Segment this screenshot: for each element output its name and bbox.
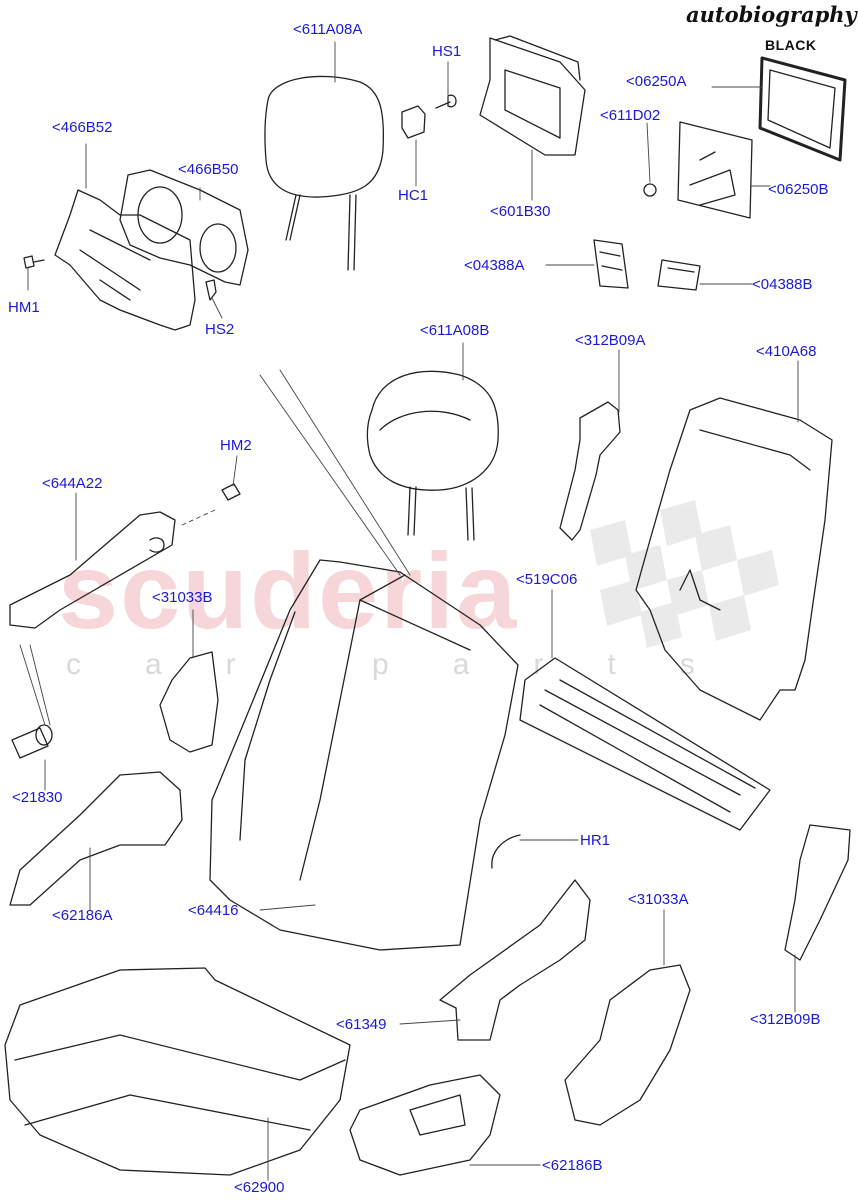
label-519c06[interactable]: <519C06 <box>516 571 578 588</box>
watermark-subtext: car parts <box>66 648 759 681</box>
label-466b52[interactable]: <466B52 <box>52 119 113 136</box>
bracket-62186a <box>9 771 183 906</box>
label-04388b[interactable]: <04388B <box>752 276 813 293</box>
bezel-frame <box>479 35 586 156</box>
seat-back-shell <box>635 397 833 721</box>
label-611d02[interactable]: <611D02 <box>600 107 661 124</box>
label-hc1[interactable]: HC1 <box>398 187 429 204</box>
screw-hs2 <box>205 279 217 301</box>
watermark-text: scuderia <box>58 530 519 651</box>
label-06250b[interactable]: <06250B <box>768 181 829 198</box>
label-hm1[interactable]: HM1 <box>8 299 40 316</box>
screw-hs1 <box>401 94 457 139</box>
screen-panel <box>677 121 753 219</box>
label-31033b[interactable]: <31033B <box>152 589 213 606</box>
label-hm2[interactable]: HM2 <box>220 437 252 454</box>
screen-frame <box>758 56 847 162</box>
headrest-upper <box>264 75 385 271</box>
side-cover-31033a <box>564 964 691 1126</box>
label-61349[interactable]: <61349 <box>336 1016 387 1033</box>
label-62186a[interactable]: <62186A <box>52 907 113 924</box>
bracket-312b09b <box>784 824 851 961</box>
brand-subtitle: BLACK <box>765 37 817 53</box>
bracket-312b09a <box>559 401 621 541</box>
knob-611d02 <box>643 183 657 197</box>
label-04388a[interactable]: <04388A <box>464 257 525 274</box>
mesh-panel-519c06 <box>519 657 771 831</box>
headrest-lower <box>366 370 499 541</box>
seat-back-panel-466b52 <box>54 189 196 331</box>
label-611a08a[interactable]: <611A08A <box>293 21 363 38</box>
brand-title: autobiography <box>686 2 857 27</box>
pad-62186b <box>349 1074 501 1176</box>
label-410a68[interactable]: <410A68 <box>756 343 817 360</box>
label-312b09b[interactable]: <312B09B <box>750 1011 821 1028</box>
label-64416[interactable]: <64416 <box>188 902 239 919</box>
screw-hm2 <box>221 483 241 501</box>
label-hs2[interactable]: HS2 <box>205 321 235 338</box>
connector-04388b <box>657 259 701 291</box>
screw-hm1 <box>23 255 45 269</box>
knob-21830 <box>11 724 53 759</box>
seat-back-panel-466b50 <box>119 169 249 286</box>
label-466b50[interactable]: <466B50 <box>178 161 239 178</box>
connector-04388a <box>593 239 629 289</box>
checkered-flag-watermark <box>590 500 779 648</box>
seat-cushion-62900 <box>4 967 351 1176</box>
label-hs1[interactable]: HS1 <box>432 43 462 60</box>
armrest-644a22 <box>9 511 176 629</box>
label-644a22[interactable]: <644A22 <box>42 475 103 492</box>
label-21830[interactable]: <21830 <box>12 789 63 806</box>
label-31033a[interactable]: <31033A <box>628 891 689 908</box>
mechanism-61349 <box>439 879 591 1041</box>
label-611a08b[interactable]: <611A08B <box>420 322 490 339</box>
leader-lines <box>19 41 799 1181</box>
side-cover-31033b <box>159 651 219 753</box>
label-62900[interactable]: <62900 <box>234 1179 285 1196</box>
label-312b09a[interactable]: <312B09A <box>575 332 646 349</box>
hook-hr1 <box>491 834 521 869</box>
label-601b30[interactable]: <601B30 <box>490 203 551 220</box>
label-62186b[interactable]: <62186B <box>542 1157 603 1174</box>
label-06250a[interactable]: <06250A <box>626 73 687 90</box>
label-hr1[interactable]: HR1 <box>580 832 611 849</box>
seat-back-cushion <box>209 559 519 951</box>
